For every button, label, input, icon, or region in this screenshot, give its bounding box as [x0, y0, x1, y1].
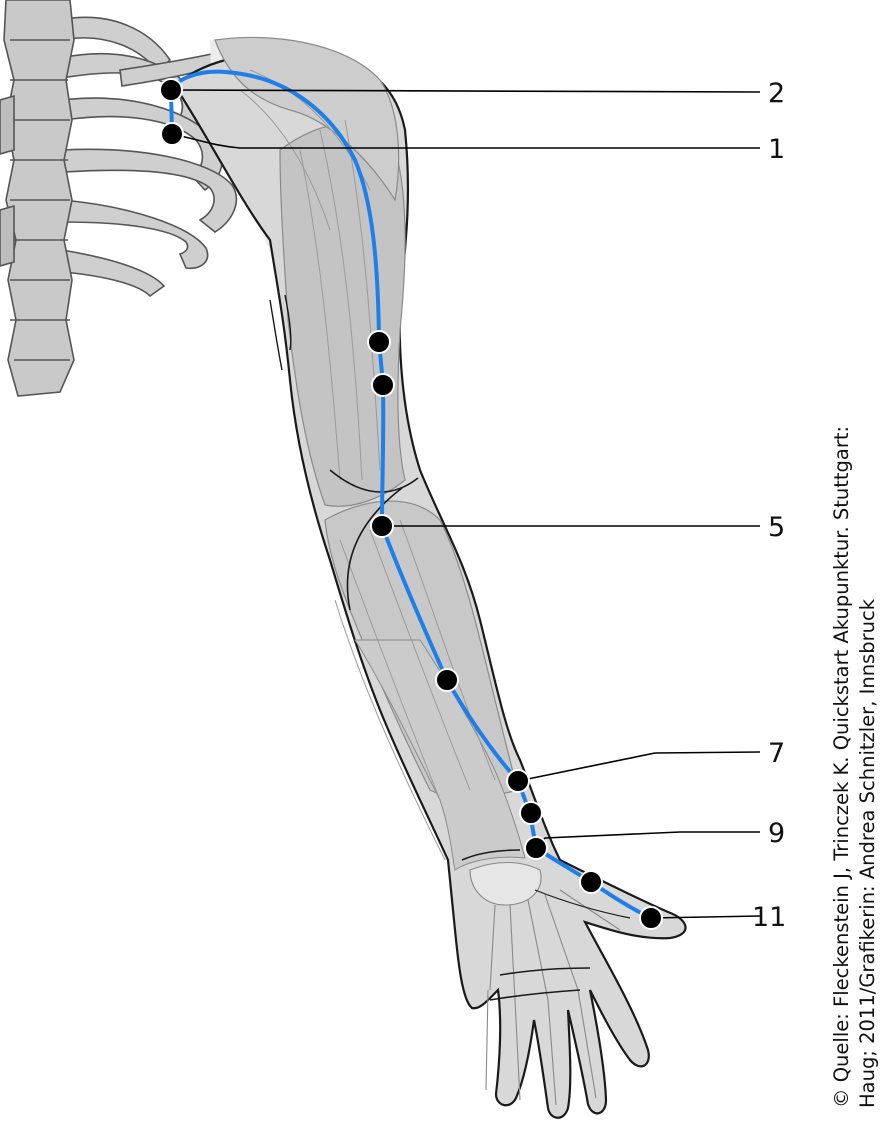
- leader-line-11: [650, 915, 761, 919]
- leader-line-2: [171, 89, 761, 93]
- point-label-5: 5: [768, 512, 785, 543]
- point-label-9: 9: [768, 818, 785, 849]
- elbow-crease: [329, 469, 419, 611]
- leader-line-7: [517, 751, 761, 782]
- forearm-lower: [354, 639, 526, 871]
- point-lu-4[interactable]: [371, 373, 395, 397]
- acupuncture-points: [159, 78, 663, 930]
- point-lu-5[interactable]: [370, 514, 394, 538]
- upper-arm-line: [269, 294, 292, 371]
- thumb-line: [534, 889, 631, 919]
- arm: [173, 36, 687, 1119]
- point-lu-6[interactable]: [435, 668, 459, 692]
- point-lu-11[interactable]: [639, 906, 663, 930]
- image-credit: © Quelle: Fleckenstein J, Trinczek K. Qu…: [830, 426, 879, 1108]
- point-lu-10[interactable]: [579, 870, 603, 894]
- leader-line-9: [535, 831, 760, 849]
- point-lu-1[interactable]: [160, 122, 184, 146]
- point-label-2: 2: [768, 78, 785, 109]
- point-label-11: 11: [752, 902, 786, 933]
- point-label-1: 1: [768, 134, 785, 165]
- credit-line-1: © Quelle: Fleckenstein J, Trinczek K. Qu…: [830, 426, 853, 1108]
- point-lu-3[interactable]: [367, 330, 391, 354]
- point-lu-2[interactable]: [159, 78, 183, 102]
- spine: [0, 0, 75, 397]
- point-label-7: 7: [768, 738, 785, 769]
- point-lu-9[interactable]: [524, 836, 548, 860]
- credit-line-2: Haug; 2011/Grafikerin: Andrea Schnitzler…: [856, 598, 879, 1108]
- point-labels: 2 1 5 7 9 11: [752, 78, 786, 933]
- wrist-crease: [461, 849, 591, 1001]
- lung-meridian-line: [168, 69, 652, 920]
- hand-bones: [469, 862, 621, 1106]
- muscle-fibres: [239, 69, 496, 861]
- point-lu-7[interactable]: [506, 769, 530, 793]
- rib-cage: [59, 16, 238, 298]
- point-lu-8[interactable]: [519, 801, 543, 825]
